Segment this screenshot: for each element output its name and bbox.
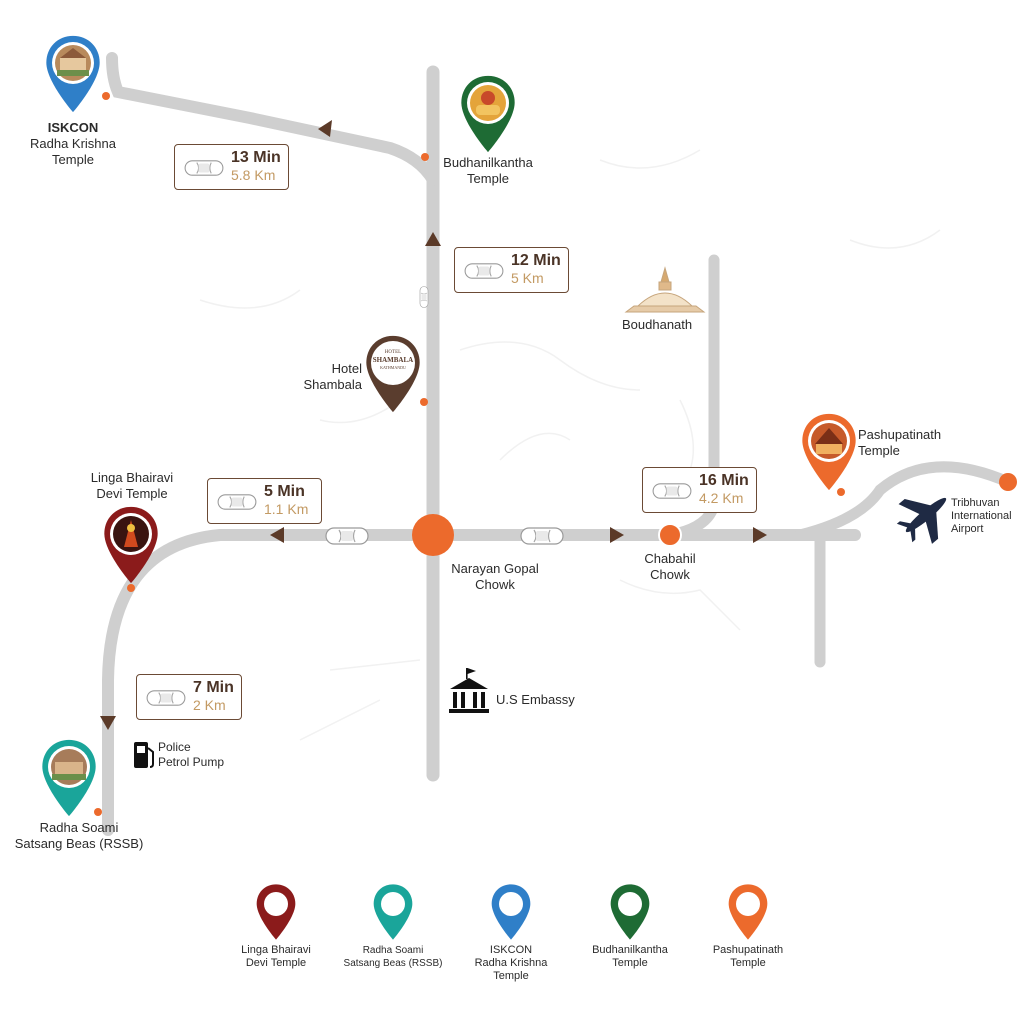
- legend-pin-budhanilkantha: [610, 884, 650, 940]
- label-boudhanath: Boudhanath: [622, 317, 693, 332]
- legend-pin-pashupatinath: [728, 884, 768, 940]
- distance-box-iskcon: 13 Min 5.8 Km: [174, 144, 289, 190]
- arrow-north: [425, 232, 441, 246]
- label-tribhuvan-airport: Tribhuvan International Airport: [951, 497, 1012, 535]
- distance-time: 5 Min: [264, 483, 305, 500]
- car-icon-west: [325, 527, 369, 545]
- car-icon: [217, 494, 257, 510]
- label-chabahil-chowk: Chabahil Chowk: [644, 551, 696, 582]
- distance-km: 4.2 Km: [699, 490, 744, 506]
- label-police-petrol-pump: Police Petrol Pump: [158, 740, 225, 769]
- map-pin-icon-linga-bhairavi[interactable]: [104, 506, 158, 584]
- distance-box-rssb: 7 Min 2 Km: [136, 674, 242, 720]
- narayan-gopal-chowk-marker: [412, 514, 454, 556]
- arrow-east-airport: [753, 527, 767, 543]
- hotel-logo: HOTEL SHAMBALA KATHMANDU: [371, 350, 415, 370]
- car-icon-east: [520, 527, 564, 545]
- hotel-logo-small: HOTEL: [384, 350, 402, 355]
- car-icon: [652, 483, 692, 499]
- legend-label-rssb: Radha Soami Satsang Beas (RSSB): [343, 945, 443, 969]
- hotel-logo-name: SHAMBALA: [372, 356, 414, 364]
- map-pin-icon-rssb[interactable]: [42, 739, 96, 817]
- airport-road-marker: [999, 473, 1017, 491]
- car-icon: [184, 160, 224, 176]
- distance-box-chabahil: 16 Min 4.2 Km: [642, 467, 757, 513]
- distance-box-linga: 5 Min 1.1 Km: [207, 478, 322, 524]
- arrow-south-rssb: [100, 716, 116, 730]
- distance-km: 1.1 Km: [264, 501, 309, 517]
- background-pattern: [199, 149, 941, 741]
- label-us-embassy: U.S Embassy: [496, 692, 575, 707]
- distance-time: 7 Min: [193, 679, 234, 696]
- chabahil-chowk-marker: [658, 523, 682, 547]
- car-icon-north: [418, 286, 430, 308]
- fuel-pump-icon: [134, 742, 154, 768]
- car-icon: [146, 690, 186, 706]
- government-building-icon: [449, 668, 489, 713]
- distance-km: 5 Km: [511, 270, 544, 286]
- map-pin-icon-hotel-shambala[interactable]: [366, 335, 420, 413]
- legend-label-linga: Linga Bhairavi Devi Temple: [241, 944, 311, 969]
- arrow-west-linga: [270, 527, 284, 543]
- legend-pins: [256, 884, 768, 940]
- label-linga-bhairavi: Linga Bhairavi Devi Temple: [90, 470, 174, 501]
- map-pin-icon-iskcon[interactable]: [46, 35, 100, 113]
- arrow-east-chabahil: [610, 527, 624, 543]
- legend-label-budhanilkantha: Budhanilkantha Temple: [592, 944, 668, 969]
- label-pashupatinath: Pashupatinath Temple: [858, 427, 942, 458]
- direction-arrows: [100, 120, 767, 730]
- label-rssb: Radha Soami Satsang Beas (RSSB): [14, 820, 144, 851]
- arrow-west-iskcon: [318, 120, 332, 137]
- legend-label-pashupatinath: Pashupatinath Temple: [712, 944, 784, 969]
- car-icon: [464, 263, 504, 279]
- distance-time: 13 Min: [231, 149, 281, 166]
- label-iskcon: ISKCON Radha Krishna Temple: [30, 120, 116, 167]
- map-pin-icon-pashupatinath[interactable]: [802, 413, 856, 491]
- location-dots: [94, 92, 845, 816]
- legend-pin-rssb: [373, 884, 413, 940]
- hotel-logo-sub: KATHMANDU: [380, 365, 406, 370]
- legend-pin-iskcon: [491, 884, 531, 940]
- distance-time: 12 Min: [511, 252, 561, 269]
- label-budhanilkantha: Budhanilkantha Temple: [443, 155, 533, 186]
- airplane-icon: [896, 497, 947, 544]
- stupa-icon: [624, 266, 706, 313]
- distance-time: 16 Min: [699, 472, 749, 489]
- legend-label-iskcon: ISKCON Radha Krishna Temple: [474, 944, 548, 982]
- distance-km: 2 Km: [193, 697, 226, 713]
- label-hotel-shambala: Hotel Shambala: [303, 361, 362, 392]
- map-pin-icon-budhanilkantha[interactable]: [461, 75, 515, 153]
- distance-km: 5.8 Km: [231, 167, 276, 183]
- label-narayan-gopal-chowk: Narayan Gopal Chowk: [451, 561, 539, 592]
- legend-pin-linga: [256, 884, 296, 940]
- distance-box-budhanilkantha: 12 Min 5 Km: [454, 247, 569, 293]
